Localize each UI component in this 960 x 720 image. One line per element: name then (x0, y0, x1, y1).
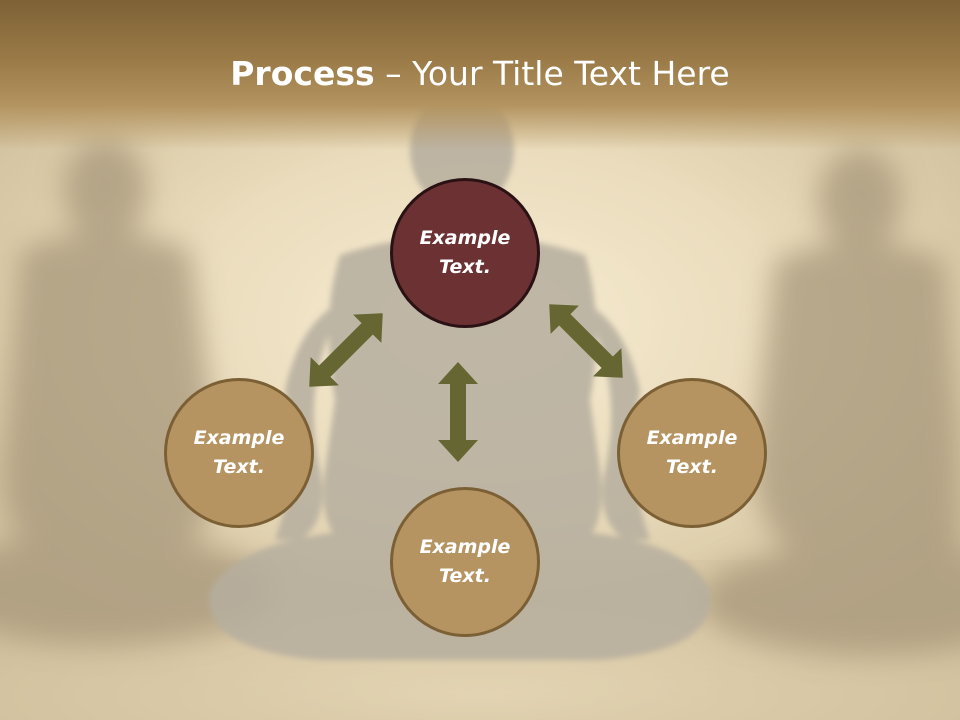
left-circle[interactable]: Example Text. (164, 378, 314, 528)
title-bold-part: Process (230, 54, 375, 93)
bottom-circle[interactable]: Example Text. (390, 487, 540, 637)
left-circle-label: Example Text. (193, 427, 285, 478)
bottom-circle-label: Example Text. (419, 536, 511, 587)
top-circle-label: Example Text. (419, 227, 511, 278)
left-silhouette (0, 138, 275, 645)
right-silhouette (700, 148, 960, 655)
title-rest-part: – Your Title Text Here (374, 54, 730, 93)
top-circle[interactable]: Example Text. (390, 178, 540, 328)
title-band (0, 0, 960, 150)
slide-title[interactable]: Process – Your Title Text Here (0, 52, 960, 96)
right-circle[interactable]: Example Text. (617, 378, 767, 528)
right-circle-label: Example Text. (646, 427, 738, 478)
